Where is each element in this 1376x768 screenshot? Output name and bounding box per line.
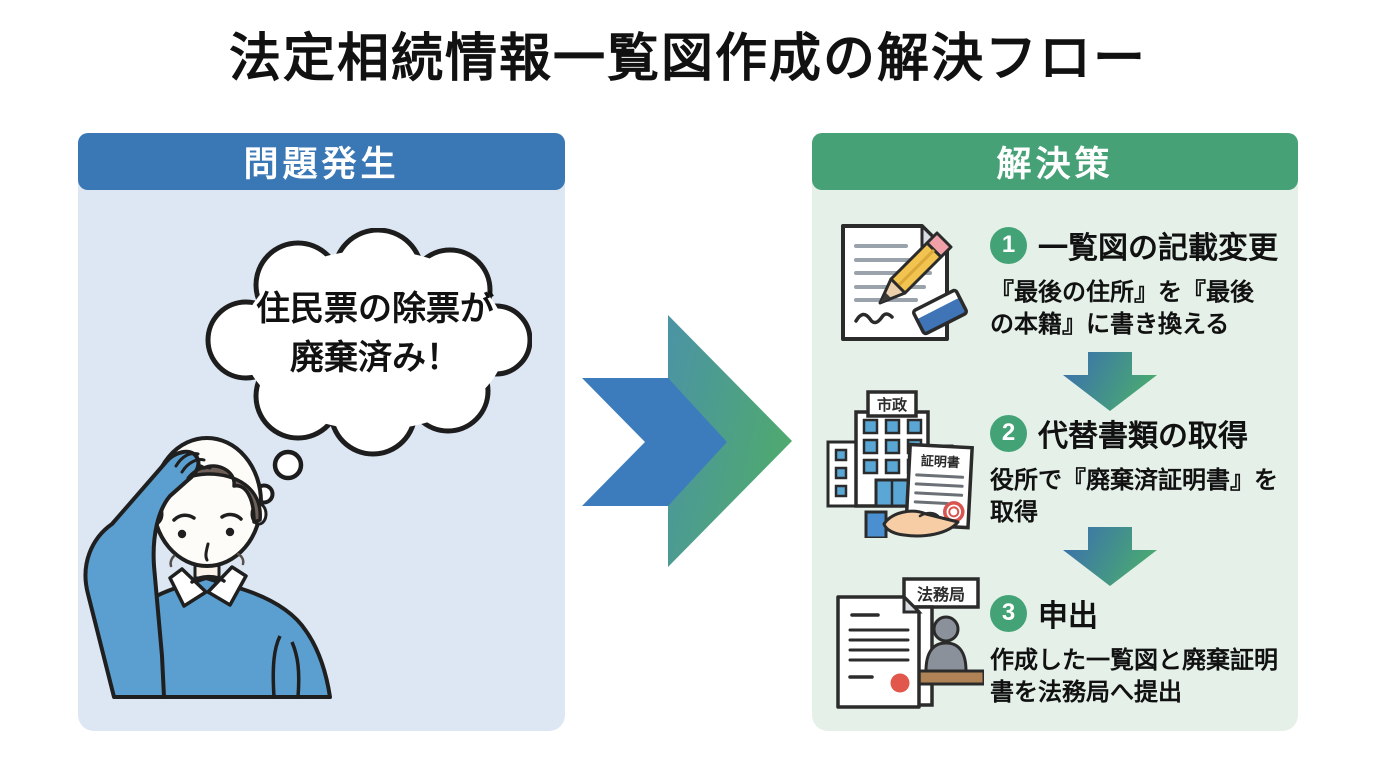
- city-hall-sign-label: 市政: [877, 396, 908, 414]
- down-arrow-icon: [1063, 527, 1157, 586]
- city-hall-certificate-icon: 市政 証明書: [826, 390, 974, 538]
- down-arrow-icon: [1063, 352, 1157, 411]
- step-1-description: 『最後の住所』を『最後 の本籍』に書き換える: [990, 279, 1254, 338]
- step-2-title: 代替書類の取得: [1038, 420, 1248, 453]
- step-3: 3 申出 作成した一覧図と廃棄証明 書を法務局へ提出: [990, 591, 1290, 708]
- step-2-description: 役所で『廃棄済証明書』を 取得: [990, 467, 1278, 526]
- step-1-title: 一覧図の記載変更: [1038, 232, 1278, 265]
- worried-man-illustration: [83, 436, 332, 699]
- problem-panel-header: 問題発生: [78, 133, 565, 190]
- solution-panel-header: 解決策: [812, 133, 1298, 190]
- problem-panel: 問題発生 住民票の除票が 廃棄済み！: [78, 133, 565, 731]
- step-2-number-badge: 2: [990, 414, 1027, 452]
- document-edit-icon: [841, 224, 969, 341]
- step-3-number-badge: 3: [990, 594, 1027, 632]
- thought-bubble-text: 住民票の除票が 廃棄済み！: [256, 290, 494, 378]
- page-title: 法定相続情報一覧図作成の解決フロー: [228, 30, 1147, 88]
- step-2: 2 代替書類の取得 役所で『廃棄済証明書』を 取得: [990, 411, 1290, 528]
- solution-panel: 解決策 1: [812, 133, 1298, 731]
- bureau-sign-label: 法務局: [917, 585, 965, 604]
- step-3-description: 作成した一覧図と廃棄証明 書を法務局へ提出: [990, 647, 1278, 706]
- step-1: 1 一覧図の記載変更 『最後の住所』を『最後 の本籍』に書き換える: [990, 223, 1290, 340]
- certificate-label: 証明書: [921, 453, 961, 470]
- step-3-title: 申出: [1038, 600, 1098, 633]
- flow-arrow-icon: [582, 315, 792, 567]
- submission-counter-icon: 法務局: [836, 577, 984, 709]
- step-1-number-badge: 1: [990, 226, 1027, 264]
- step-3-heading: 3 申出: [990, 591, 1290, 635]
- step-1-heading: 1 一覧図の記載変更: [990, 223, 1290, 267]
- step-2-heading: 2 代替書類の取得: [990, 411, 1290, 455]
- thought-bubble-icon: [205, 228, 532, 505]
